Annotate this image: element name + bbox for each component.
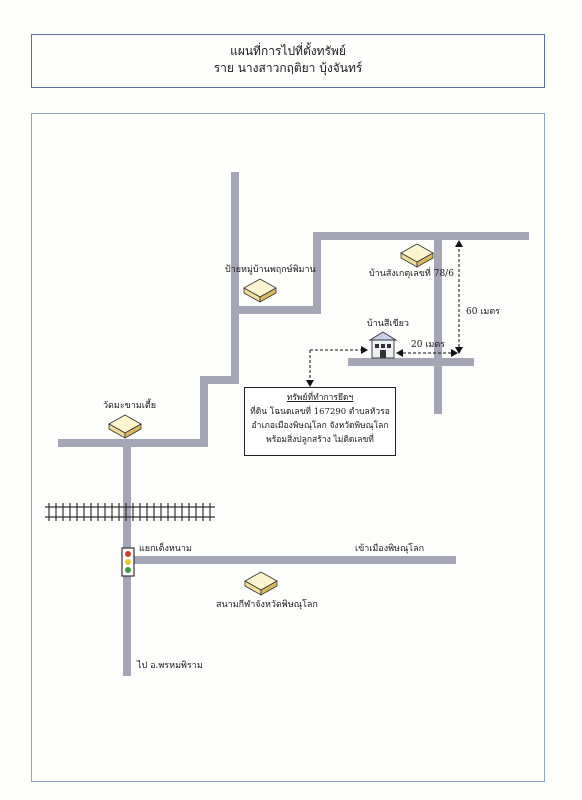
landmark-box-icon — [243, 278, 277, 303]
label-to-city: เข้าเมืองพิษณุโลก — [355, 544, 425, 554]
traffic-light-icon — [121, 547, 135, 577]
label-green-house: บ้านสีเขียว — [367, 319, 409, 329]
landmark-box-icon — [108, 414, 142, 439]
label-distance-20m: 20 เมตร — [411, 340, 446, 350]
property-info-box: ทรัพย์ที่ทำการยึดฯ ที่ดิน โฉนดเลขที่ 167… — [244, 387, 396, 456]
map-title-box: แผนที่การไปที่ตั้งทรัพย์ ราย นางสาวกฤติย… — [31, 34, 545, 88]
railway — [45, 503, 215, 521]
house-icon — [368, 331, 398, 359]
property-line-1: ที่ดิน โฉนดเลขที่ 167290 ตำบลหัวรอ — [250, 407, 390, 417]
property-line-2: อำเภอเมืองพิษณุโลก จังหวัดพิษณุโลก — [251, 421, 389, 431]
distance-arrows — [309, 244, 460, 383]
map-owner: ราย นางสาวกฤติยา บุ้งจันทร์ — [213, 61, 363, 75]
label-intersection: แยกเต็งหนาม — [139, 544, 192, 554]
road-main-stepped — [58, 232, 529, 447]
map-frame — [31, 113, 545, 782]
label-stadium: สนามกีฬาจังหวัดพิษณุโลก — [216, 600, 318, 610]
landmark-box-icon — [400, 243, 434, 268]
roads — [58, 172, 529, 676]
map-title: แผนที่การไปที่ตั้งทรัพย์ — [230, 44, 346, 58]
property-heading: ทรัพย์ที่ทำการยึดฯ — [286, 393, 354, 403]
label-distance-60m: 60 เมตร — [466, 307, 501, 317]
property-line-3: พร้อมสิ่งปลูกสร้าง ไม่ติดเลขที่ — [266, 435, 374, 445]
label-temple: วัดมะขามเตี้ย — [103, 401, 156, 411]
label-to-district: ไป อ.พรหมพิราม — [137, 661, 203, 671]
arrow-heads — [306, 240, 463, 387]
label-village-sign: ป้ายหมู่บ้านพฤกษ์พิมาน — [225, 265, 316, 275]
label-house-78-6: บ้านสังเกตุเลขที่ 78/6 — [369, 269, 454, 279]
landmark-box-icon — [244, 571, 278, 596]
